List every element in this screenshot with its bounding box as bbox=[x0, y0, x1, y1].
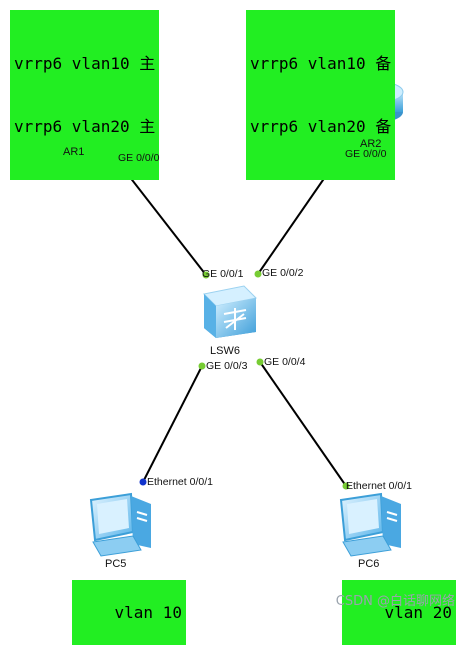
lsw6-label: LSW6 bbox=[210, 345, 240, 357]
port-label-pc5-eth: Ethernet 0/0/1 bbox=[147, 476, 213, 488]
note-ar1-vrrp: vrrp6 vlan10 主 vrrp6 vlan20 主 bbox=[10, 10, 160, 180]
topology-canvas: R R bbox=[10, 10, 456, 645]
port-dot-lsw6-g002 bbox=[254, 270, 262, 278]
port-dot-lsw6-g004 bbox=[256, 358, 264, 366]
port-label-lsw6-g003: GE 0/0/3 bbox=[206, 360, 248, 372]
note-ar1-line1: vrrp6 vlan10 主 bbox=[14, 54, 156, 73]
watermark-text: CSDN @白话聊网络 bbox=[335, 594, 455, 609]
note-ar2-vrrp: vrrp6 vlan10 备 vrrp6 vlan20 备 bbox=[246, 10, 396, 180]
port-label-lsw6-g001: GE 0/0/1 bbox=[202, 268, 244, 280]
pc6-pc-icon[interactable] bbox=[339, 492, 401, 557]
port-dot-pc6-eth bbox=[342, 482, 350, 490]
pc6-label: PC6 bbox=[358, 558, 380, 570]
port-dot-lsw6-g001 bbox=[202, 271, 210, 279]
port-dot-pc5-eth bbox=[139, 478, 147, 486]
link-lsw6-pc5[interactable] bbox=[142, 365, 203, 483]
note-ar2-line1: vrrp6 vlan10 备 bbox=[250, 54, 392, 73]
port-label-ar2-g000: GE 0/0/0 bbox=[345, 148, 387, 160]
lsw6-switch-icon[interactable] bbox=[202, 285, 258, 338]
pc5-pc-icon[interactable] bbox=[89, 492, 151, 557]
link-lsw6-pc6[interactable] bbox=[259, 361, 347, 487]
pc5-label: PC5 bbox=[105, 558, 127, 570]
port-label-pc6-eth: Ethernet 0/0/1 bbox=[346, 480, 412, 492]
port-label-lsw6-g004: GE 0/0/4 bbox=[264, 356, 306, 368]
port-dot-lsw6-g003 bbox=[198, 362, 206, 370]
ar2-label: AR2 bbox=[360, 138, 382, 150]
note-ar2-line2: vrrp6 vlan20 备 bbox=[250, 117, 392, 136]
note-pc6-text: vlan 20 bbox=[384, 603, 452, 622]
port-label-lsw6-g002: GE 0/0/2 bbox=[262, 267, 304, 279]
ar1-label: AR1 bbox=[63, 146, 85, 158]
note-ar1-line2: vrrp6 vlan20 主 bbox=[14, 117, 156, 136]
note-pc5-vlan: vlan 10 bbox=[72, 580, 186, 645]
port-label-ar1-g000: GE 0/0/0 bbox=[118, 152, 160, 164]
note-pc5-text: vlan 10 bbox=[114, 603, 182, 622]
